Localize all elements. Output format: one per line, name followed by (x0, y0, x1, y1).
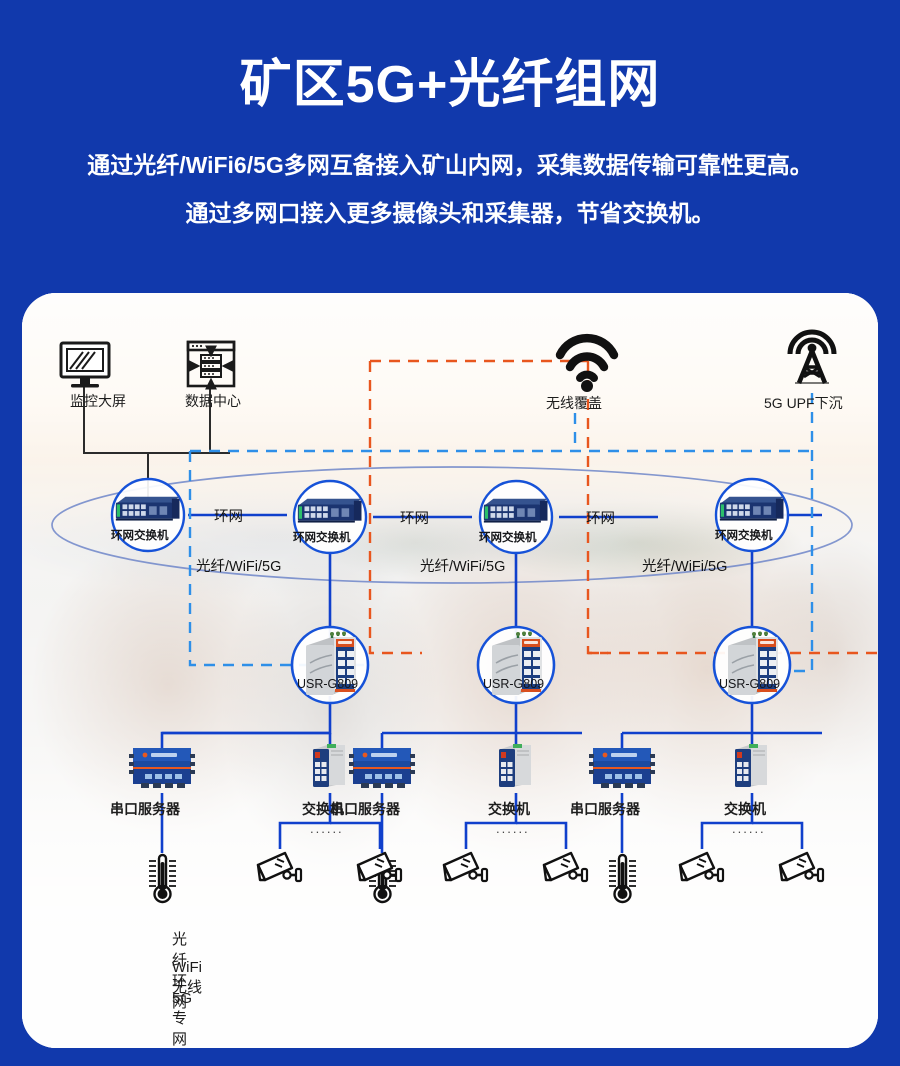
caption-ring-switch-3: 环网交换机 (479, 532, 537, 544)
label-5g-upf: 5G UPF下沉 (764, 395, 843, 411)
link-label-ring-3: 环网 (586, 511, 615, 527)
legend-label-wifi: WiFi无线 (172, 959, 203, 996)
uplink-label-3: 光纤/WiFi/5G (642, 559, 728, 575)
legend-label-fiber: 光纤环网 (172, 931, 188, 1011)
legend-label-5g: 5G专网 (172, 990, 193, 1048)
ellipsis-cameras-1: ...... (310, 821, 344, 836)
caption-router-2: USR-G809 (483, 677, 545, 691)
ellipsis-cameras-3: ...... (732, 821, 766, 836)
label-switch-2: 交换机 (488, 801, 530, 817)
network-topology-diagram: 监控大屏 数据中心 无线覆盖 5G UPF下沉 环网交换机 环网交换机 环网交换… (22, 293, 878, 1048)
label-switch-1: 交换机 (302, 801, 344, 817)
caption-ring-switch-4: 环网交换机 (715, 530, 773, 542)
subtitle-line-2: 通过多网口接入更多摄像头和采集器，节省交换机。 (185, 200, 715, 226)
header-banner: 矿区5G+光纤组网 通过光纤/WiFi6/5G多网互备接入矿山内网，采集数据传输… (0, 0, 900, 285)
link-label-ring-2: 环网 (400, 511, 429, 527)
ellipsis-cameras-2: ...... (496, 821, 530, 836)
caption-router-3: USR-G809 (719, 677, 781, 691)
page-title: 矿区5G+光纤组网 (239, 56, 661, 114)
link-label-ring-1: 环网 (214, 509, 243, 525)
label-switch-3: 交换机 (724, 801, 766, 817)
caption-ring-switch-2: 环网交换机 (293, 532, 351, 544)
label-serial-server-2: 串口服务器 (330, 801, 400, 817)
label-datacenter: 数据中心 (185, 393, 241, 409)
label-wireless: 无线覆盖 (546, 395, 602, 411)
uplink-label-2: 光纤/WiFi/5G (420, 559, 506, 575)
label-serial-server-1: 串口服务器 (110, 801, 180, 817)
label-monitor: 监控大屏 (70, 393, 126, 409)
label-serial-server-3: 串口服务器 (570, 801, 640, 817)
diagram-connectors (51, 293, 878, 904)
caption-router-1: USR-G809 (297, 677, 359, 691)
uplink-label-1: 光纤/WiFi/5G (196, 559, 282, 575)
subtitle-line-1: 通过光纤/WiFi6/5G多网互备接入矿山内网，采集数据传输可靠性更高。 (87, 152, 813, 178)
caption-ring-switch-1: 环网交换机 (111, 530, 169, 542)
